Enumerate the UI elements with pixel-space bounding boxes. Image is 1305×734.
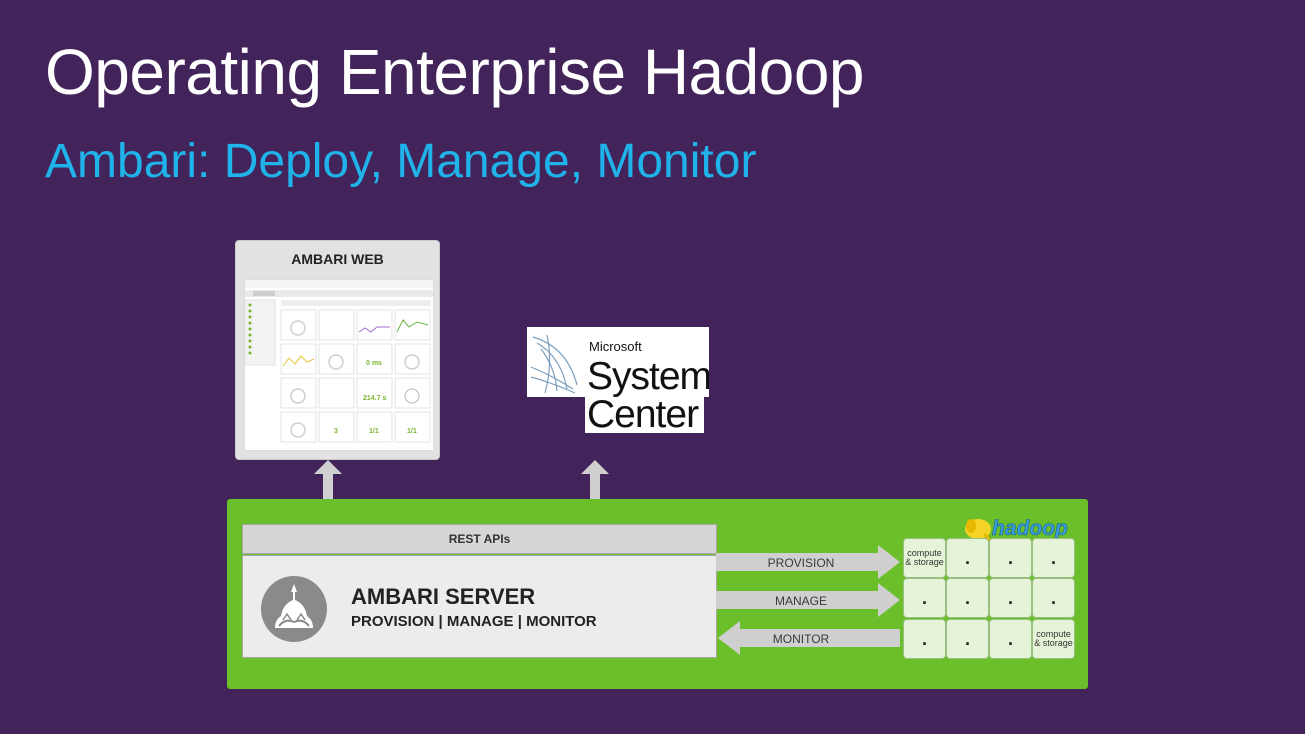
provision-arrow-label: PROVISION — [767, 556, 835, 570]
system-center-logo: Microsoft System Center — [527, 327, 712, 438]
ambari-web-dashboard-thumbnail: 0 ms 214.7 s 3 1/1 1/1 — [244, 279, 434, 451]
node-dot: . — [921, 587, 927, 608]
slide-title: Operating Enterprise Hadoop — [45, 36, 865, 108]
compute-storage-node: compute & storage — [903, 538, 946, 578]
manage-arrow-label: MANAGE — [774, 594, 827, 608]
svg-text:1/1: 1/1 — [407, 428, 417, 435]
ambari-logo-icon — [261, 576, 327, 642]
node-dot: . — [964, 587, 970, 608]
server-to-cluster-arrows — [716, 545, 900, 655]
node-dot: . — [1050, 587, 1056, 608]
svg-text:Microsoft: Microsoft — [589, 339, 642, 354]
cluster-node: . — [989, 578, 1032, 618]
ambari-server-title: AMBARI SERVER — [351, 584, 536, 609]
node-dot: . — [1007, 628, 1013, 649]
system-center-double-arrow — [581, 460, 609, 524]
cluster-node: . — [903, 619, 946, 659]
svg-text:0 ms: 0 ms — [366, 360, 382, 367]
node-dot: . — [964, 628, 970, 649]
svg-text:1/1: 1/1 — [369, 428, 379, 435]
cluster-node: . — [946, 578, 989, 618]
cluster-node: . — [989, 538, 1032, 578]
ambari-web-panel: AMBARI WEB — [235, 240, 440, 460]
ambari-web-double-arrow — [314, 460, 342, 524]
svg-text:3: 3 — [334, 428, 338, 435]
cluster-node: . — [1032, 578, 1075, 618]
ambari-web-label: AMBARI WEB — [291, 251, 384, 267]
node-dot: . — [964, 547, 970, 568]
svg-text:hadoop: hadoop — [992, 517, 1068, 540]
node-dot: . — [1050, 547, 1056, 568]
svg-text:Center: Center — [587, 393, 699, 433]
cluster-node: . — [1032, 538, 1075, 578]
cluster-node: . — [903, 578, 946, 618]
ambari-server-subtitle: PROVISION | MANAGE | MONITOR — [351, 613, 597, 630]
cluster-node: . — [946, 538, 989, 578]
slide-subtitle: Ambari: Deploy, Manage, Monitor — [45, 135, 757, 188]
svg-text:214.7 s: 214.7 s — [363, 395, 386, 402]
cluster-node: . — [989, 619, 1032, 659]
node-dot: . — [1007, 587, 1013, 608]
ambari-server-box: AMBARI SERVER PROVISION | MANAGE | MONIT… — [242, 555, 717, 658]
node-dot: . — [921, 628, 927, 649]
compute-storage-node: compute & storage — [1032, 619, 1075, 659]
cluster-node: . — [946, 619, 989, 659]
rest-apis-bar: REST APIs — [242, 524, 717, 554]
svg-text:System: System — [587, 355, 709, 398]
node-dot: . — [1007, 547, 1013, 568]
hadoop-logo: hadoop — [962, 514, 1078, 547]
monitor-arrow-label: MONITOR — [772, 632, 830, 646]
